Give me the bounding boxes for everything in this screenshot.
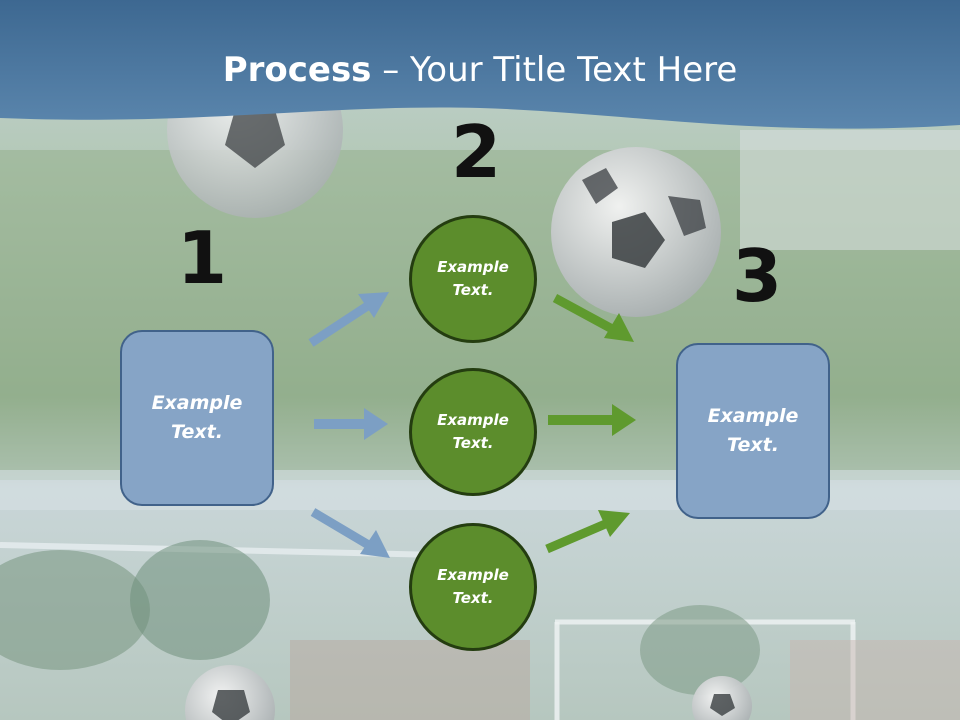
process-circle-top[interactable]: Example Text. <box>409 215 537 343</box>
circle-text: Example Text. <box>437 411 509 452</box>
process-circle-middle[interactable]: Example Text. <box>409 368 537 496</box>
process-circle-bottom[interactable]: Example Text. <box>409 523 537 651</box>
page-title: Process – Your Title Text Here <box>0 50 960 90</box>
soccer-ball-icon <box>692 676 752 720</box>
title-bold: Process <box>222 50 372 90</box>
left-process-box[interactable]: Example Text. <box>120 330 274 506</box>
soccer-ball-icon <box>551 147 721 317</box>
step-number-2: 2 <box>451 110 502 194</box>
left-box-text: Example Text. <box>151 392 243 443</box>
right-box-text: Example Text. <box>707 405 799 456</box>
circle-text: Example Text. <box>437 258 509 299</box>
title-rest: – Your Title Text Here <box>371 50 738 90</box>
step-number-1: 1 <box>177 216 228 300</box>
right-process-box[interactable]: Example Text. <box>676 343 830 519</box>
soccer-ball-icon <box>185 665 275 720</box>
step-number-3: 3 <box>732 234 783 318</box>
circle-text: Example Text. <box>437 566 509 607</box>
